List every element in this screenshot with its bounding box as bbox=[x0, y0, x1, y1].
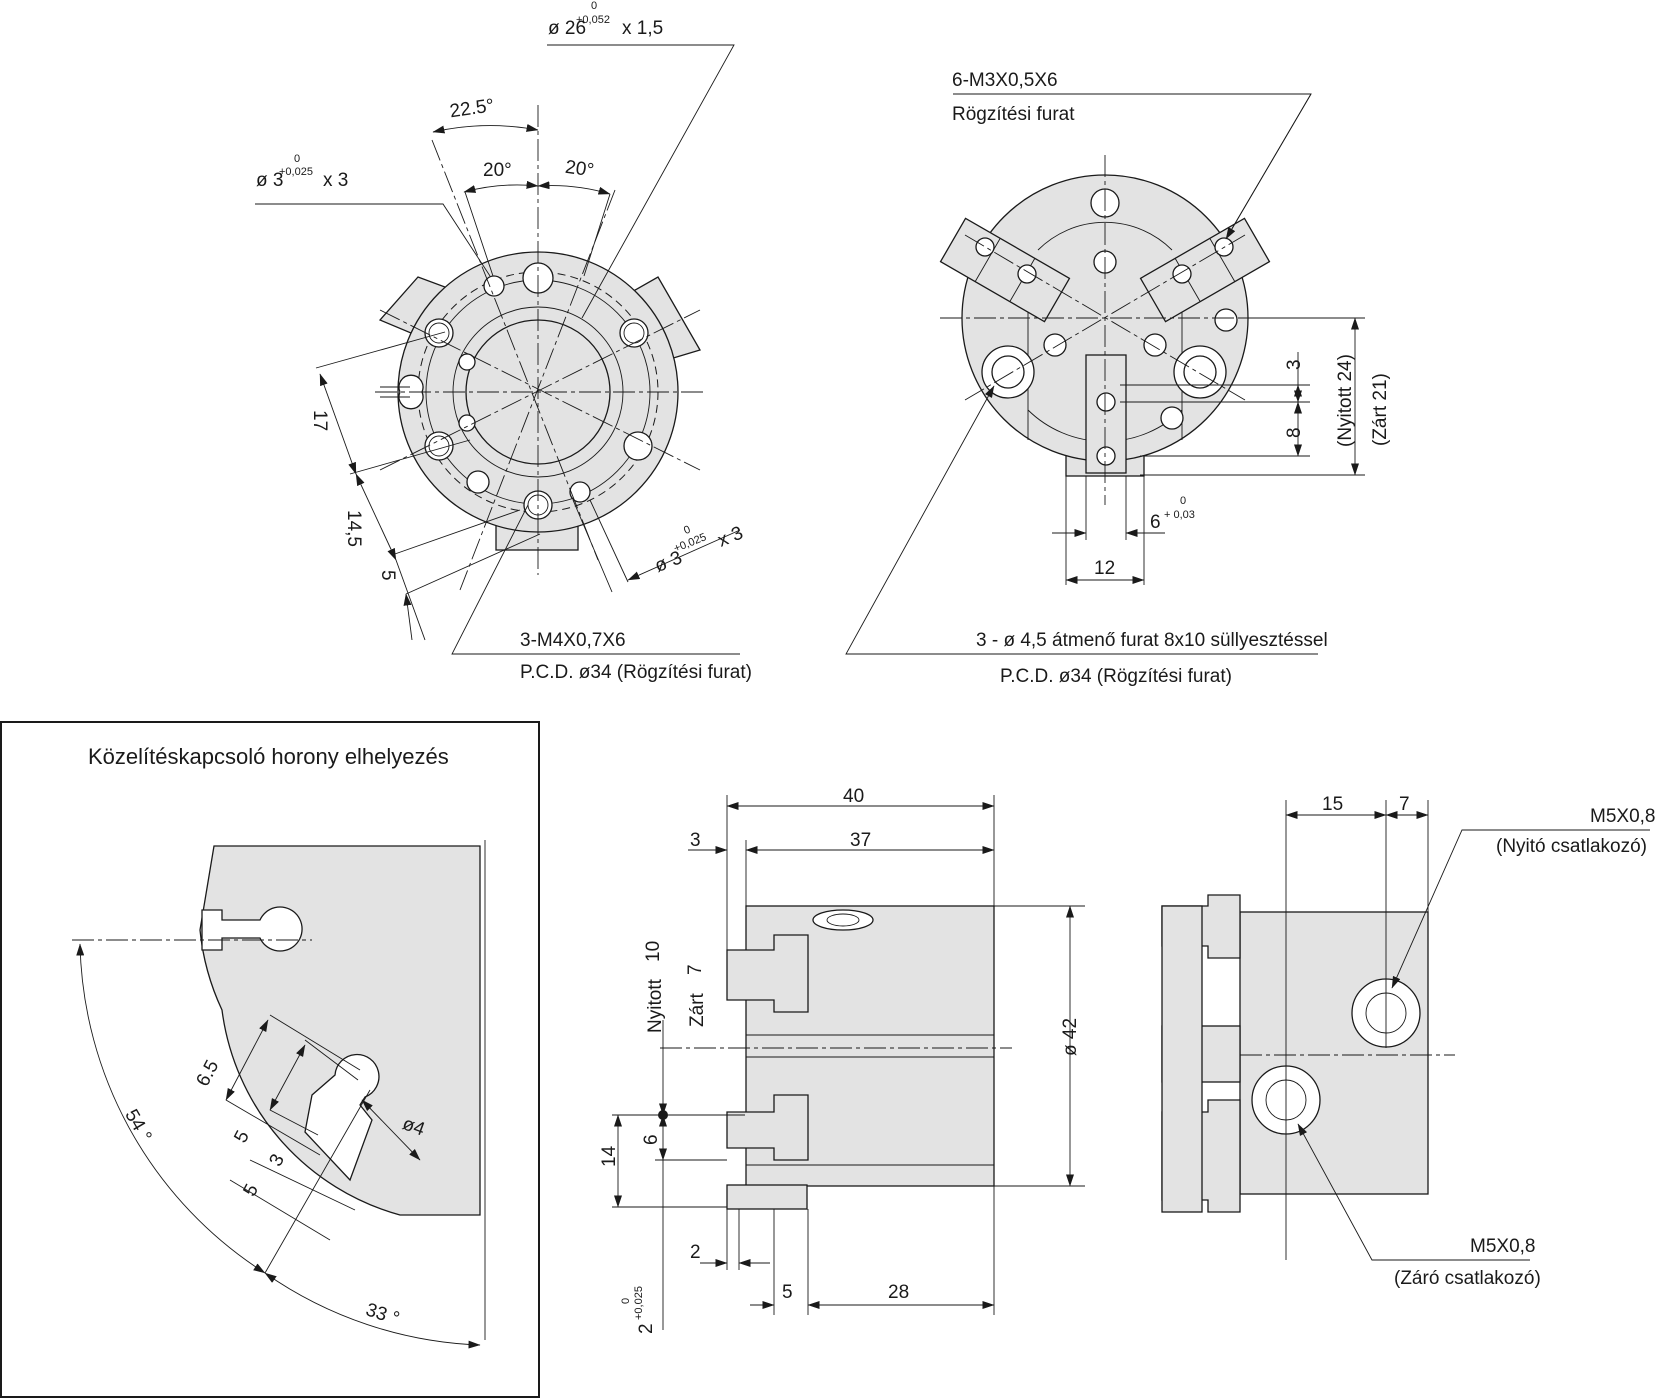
dim-2-tol-upper: +0,025 bbox=[633, 1286, 645, 1320]
port-open-thread: M5X0,8 bbox=[1590, 806, 1655, 827]
sensor-groove-inset: Közelítéskapcsoló horony elhelyezés 6.5 … bbox=[0, 721, 540, 1398]
dim-6-side: 6 bbox=[641, 1134, 662, 1145]
pin-top-callout-tol-upper: +0,025 bbox=[279, 166, 313, 178]
dim-40: 40 bbox=[843, 786, 864, 807]
bore-callout-tol-lower: 0 bbox=[591, 0, 597, 12]
dim-7: 7 bbox=[1399, 794, 1410, 815]
inset-title: Közelítéskapcsoló horony elhelyezés bbox=[88, 744, 449, 769]
dim-37: 37 bbox=[850, 830, 871, 851]
dim-2-tol-base: 2 bbox=[636, 1323, 657, 1334]
port-close-label: (Záró csatlakozó) bbox=[1394, 1268, 1541, 1289]
port-open-label: (Nyitó csatlakozó) bbox=[1496, 836, 1647, 857]
end-view: 15 7 M5X0,8 (Nyitó csatlakozó) M5X0,8 (Z… bbox=[1161, 794, 1655, 1289]
side-jaw-upper bbox=[726, 934, 809, 1013]
hole-lower-right bbox=[623, 431, 653, 461]
inset-angle-54: 54 ° bbox=[120, 1106, 155, 1146]
small-hole-left2 bbox=[458, 414, 476, 432]
end-jaw-back bbox=[1161, 905, 1203, 1213]
dim-6-base: 6 bbox=[1150, 512, 1161, 533]
dim-3-side: 3 bbox=[690, 830, 701, 851]
dim-5-left: 5 bbox=[377, 570, 398, 581]
closed-label: Zárt bbox=[687, 993, 708, 1028]
top-right-view: 6-M3X0,5X6 Rögzítési furat 3 8 (Nyitott … bbox=[845, 70, 1391, 687]
bore-callout-suffix: x 1,5 bbox=[622, 18, 663, 39]
top-left-view: ø 26 +0,052 0 x 1,5 ø 3 +0,025 0 x 3 22.… bbox=[255, 0, 752, 683]
mount-pcd-note: P.C.D. ø34 (Rögzítési furat) bbox=[520, 662, 752, 683]
dim-12: 12 bbox=[1094, 558, 1115, 579]
closed-value: 7 bbox=[685, 964, 706, 975]
pin-hole-bottom bbox=[569, 481, 591, 503]
angle-20-right: 20° bbox=[564, 157, 595, 182]
dim-8: 8 bbox=[1284, 427, 1305, 438]
dim-5-side: 5 bbox=[782, 1282, 793, 1303]
dim-closed-21: (Zárt 21) bbox=[1370, 373, 1391, 446]
mount-thread-callout: 3-M4X0,7X6 bbox=[520, 630, 626, 651]
side-jaw-lower bbox=[726, 1094, 809, 1161]
pin-top-callout-tol-lower: 0 bbox=[294, 153, 300, 165]
bore-callout-tol-upper: +0,052 bbox=[576, 14, 610, 26]
dim-6-tol-lower: 0 bbox=[1180, 495, 1186, 507]
thread-note: Rögzítési furat bbox=[952, 104, 1075, 125]
pin-bottom-callout-suffix: x 3 bbox=[715, 523, 746, 552]
inset-dim-5a: 5 bbox=[230, 1127, 254, 1146]
dim-6-tol-upper: + 0,03 bbox=[1164, 509, 1195, 521]
dim-15: 15 bbox=[1322, 794, 1343, 815]
port-close-thread: M5X0,8 bbox=[1470, 1236, 1535, 1257]
inset-dim-3: 3 bbox=[265, 1151, 289, 1170]
pin-top-callout-suffix: x 3 bbox=[323, 170, 348, 191]
dim-14: 14 bbox=[599, 1145, 620, 1167]
jaw-left bbox=[939, 217, 1071, 323]
through-hole-callout: 3 - ø 4,5 átmenő furat 8x10 süllyesztéss… bbox=[976, 630, 1328, 651]
bore-callout-prefix: ø 26 bbox=[548, 18, 586, 39]
dim-3: 3 bbox=[1284, 359, 1305, 370]
pin-hole-top bbox=[483, 275, 505, 297]
dim-2: 2 bbox=[690, 1242, 701, 1263]
side-port bbox=[812, 909, 874, 931]
dim-28: 28 bbox=[888, 1282, 909, 1303]
dim-17: 17 bbox=[309, 410, 330, 431]
dim-d42: ø 42 bbox=[1060, 1018, 1081, 1056]
jaw-right bbox=[1139, 217, 1271, 323]
sensor-slot-lower bbox=[466, 470, 490, 494]
angle-20-left: 20° bbox=[483, 160, 512, 181]
inset-dim-5b: 5 bbox=[239, 1181, 263, 1200]
pin-bottom-callout-tol-lower: 0 bbox=[682, 524, 692, 537]
thread-callout: 6-M3X0,5X6 bbox=[952, 70, 1058, 91]
side-jaw-base bbox=[726, 1184, 808, 1210]
inset-frame bbox=[0, 721, 540, 1398]
open-value: 10 bbox=[643, 941, 664, 962]
dim-2-tol-lower: 0 bbox=[620, 1298, 632, 1304]
pin-top-callout-prefix: ø 3 bbox=[256, 170, 283, 191]
angle-22-5: 22.5° bbox=[448, 95, 495, 122]
dim-open-24: (Nyitott 24) bbox=[1335, 354, 1356, 447]
end-body bbox=[1239, 911, 1429, 1195]
dim-14-5: 14,5 bbox=[343, 510, 364, 547]
through-hole-pcd: P.C.D. ø34 (Rögzítési furat) bbox=[1000, 666, 1232, 687]
side-view: 40 3 37 Nyitott 10 Zárt 7 ø 42 14 6 2 5 … bbox=[599, 786, 1085, 1334]
open-label: Nyitott bbox=[645, 978, 666, 1033]
inset-dim-6-5: 6.5 bbox=[192, 1057, 223, 1090]
